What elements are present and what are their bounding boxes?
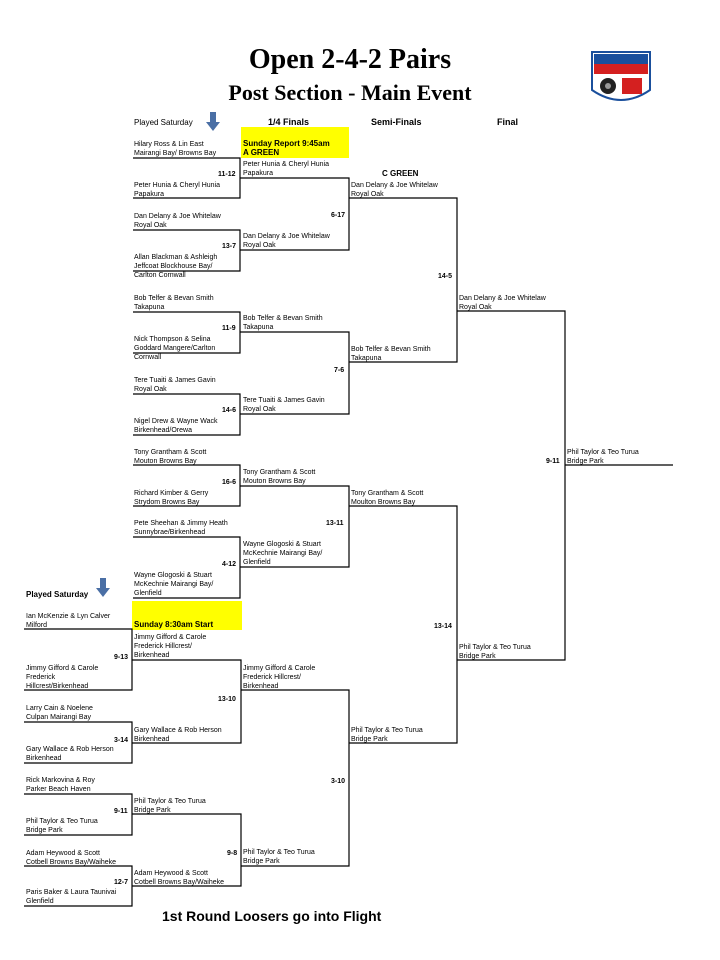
match-score: 6-17 — [331, 212, 346, 219]
match-score: 13-14 — [434, 623, 452, 630]
finalist: Dan Delany & Joe Whitelaw Royal Oak — [459, 295, 546, 311]
match-score: 13-11 — [326, 520, 344, 527]
page-title: Open 2-4-2 Pairs — [248, 44, 452, 75]
player-pair: Gary Wallace & Rob Herson Birkenhead — [26, 746, 114, 762]
match-score: 12-7 — [114, 879, 129, 886]
match-score: 13-10 — [218, 696, 236, 703]
player-pair: Hilary Ross & Lin East Mairangi Bay/ Bro… — [134, 141, 217, 157]
played-saturday-bottom: Played Saturday — [26, 590, 89, 599]
round1-winner: Dan Delany & Joe Whitelaw Royal Oak — [243, 233, 330, 249]
quarter-final-winner: Tony Grantham & Scott Moulton Browns Bay — [351, 490, 424, 506]
player-pair: Rick Markovina & Roy Parker Beach Haven — [26, 777, 95, 793]
round2-winner: Phil Taylor & Teo Turua Bridge Park — [243, 849, 315, 865]
sunday-report-highlight — [241, 127, 349, 158]
a-green-note: A GREEN — [243, 148, 280, 157]
sunday-start-highlight — [132, 601, 242, 630]
match-score: 14-5 — [438, 273, 453, 280]
match-score: 9-8 — [227, 850, 238, 857]
match-score: 11-12 — [218, 171, 236, 178]
match-score: 9-11 — [546, 458, 560, 465]
player-pair: Tony Grantham & Scott Mouton Browns Bay — [134, 449, 207, 465]
column-quarter-finals: 1/4 Finals — [268, 117, 310, 127]
player-pair: Ian McKenzie & Lyn Calver Milford — [26, 613, 111, 629]
player-pair: Richard Kimber & Gerry Strydom Browns Ba… — [134, 490, 209, 506]
round1-winner: Tere Tuaiti & James Gavin Royal Oak — [243, 397, 325, 413]
down-arrow-icon — [206, 112, 220, 131]
c-green-note: C GREEN — [382, 169, 419, 178]
round1-winner: Tony Grantham & Scott Mouton Browns Bay — [243, 469, 316, 485]
round1-winner: Jimmy Gifford & Carole Frederick Hillcre… — [134, 634, 207, 659]
round1-winner: Peter Hunia & Cheryl Hunia Papakura — [243, 161, 329, 177]
match-score: 3-10 — [331, 778, 346, 785]
quarter-final-winner: Bob Telfer & Bevan Smith Takapuna — [351, 346, 431, 362]
column-semi-finals: Semi-Finals — [371, 117, 422, 127]
round1-winner: Phil Taylor & Teo Turua Bridge Park — [134, 798, 206, 814]
player-pair: Adam Heywood & Scott Cotbell Browns Bay/… — [26, 850, 117, 866]
player-pair: Peter Hunia & Cheryl Hunia Papakura — [134, 182, 220, 198]
round1-winner: Wayne Glogoski & Stuart McKechnie Mairan… — [243, 541, 323, 566]
match-score: 4-12 — [222, 561, 237, 568]
player-pair: Paris Baker & Laura Taunivai Glenfield — [26, 889, 117, 905]
quarter-final-winner: Dan Delany & Joe Whitelaw Royal Oak — [351, 182, 438, 198]
match-score: 16-6 — [222, 479, 237, 486]
match-score: 9-13 — [114, 654, 129, 661]
column-final: Final — [497, 117, 519, 127]
bowls-logo-icon — [591, 51, 651, 101]
round1-winner: Bob Telfer & Bevan Smith Takapuna — [243, 315, 323, 331]
round2-winner: Jimmy Gifford & Carole Frederick Hillcre… — [243, 665, 316, 690]
page-subtitle: Post Section - Main Event — [228, 80, 472, 105]
down-arrow-icon — [96, 578, 110, 597]
sunday-report-note: Sunday Report 9:45am — [243, 139, 330, 148]
player-pair: Phil Taylor & Teo Turua Bridge Park — [26, 818, 98, 834]
match-score: 14-6 — [222, 407, 237, 414]
sunday-start-note: Sunday 8:30am Start — [134, 620, 214, 629]
match-score: 13-7 — [222, 243, 237, 250]
player-pair: Bob Telfer & Bevan Smith Takapuna — [134, 295, 214, 311]
player-pair: Jimmy Gifford & Carole Frederick Hillcre… — [26, 665, 99, 690]
player-pair: Larry Cain & Noelene Culpan Mairangi Bay — [26, 705, 93, 721]
player-pair: Wayne Glogoski & Stuart McKechnie Mairan… — [134, 572, 214, 597]
round1-winner: Gary Wallace & Rob Herson Birkenhead — [134, 727, 222, 743]
match-score: 9-11 — [114, 808, 128, 815]
player-pair: Nigel Drew & Wayne Wack Birkenhead/Orewa — [134, 418, 218, 434]
match-score: 11-9 — [222, 325, 236, 332]
quarter-final-winner: Phil Taylor & Teo Turua Bridge Park — [351, 727, 423, 743]
footer-note: 1st Round Loosers go into Flight — [162, 908, 382, 924]
round1-winner: Adam Heywood & Scott Cotbell Browns Bay/… — [134, 870, 225, 886]
champion: Phil Taylor & Teo Turua Bridge Park — [567, 449, 639, 465]
player-pair: Allan Blackman & Ashleigh Jeffcoat Block… — [134, 254, 218, 279]
player-pair: Nick Thompson & Selina Goddard Mangere/C… — [134, 336, 216, 361]
player-pair: Pete Sheehan & Jimmy Heath Sunnybrae/Bir… — [134, 520, 228, 536]
match-score: 3-14 — [114, 737, 129, 744]
player-pair: Dan Delany & Joe Whitelaw Royal Oak — [134, 213, 221, 229]
match-score: 7-6 — [334, 367, 345, 374]
played-saturday-top: Played Saturday — [134, 118, 193, 127]
player-pair: Tere Tuaiti & James Gavin Royal Oak — [134, 377, 216, 393]
finalist: Phil Taylor & Teo Turua Bridge Park — [459, 644, 531, 660]
